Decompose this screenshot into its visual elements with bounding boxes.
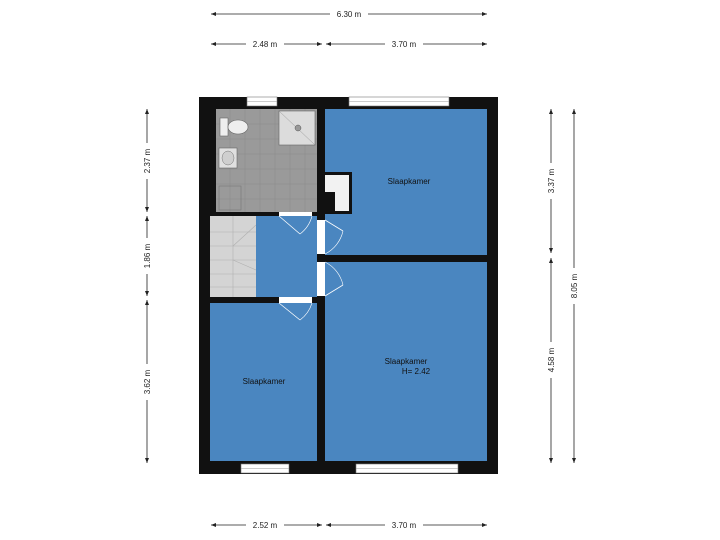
- dimension-left-top: 2.37 m: [141, 109, 153, 212]
- bedroom-bottom-left: [210, 303, 317, 461]
- window-bottom-left: [240, 463, 290, 474]
- dimension-bottom-right: 3.70 m: [326, 519, 487, 531]
- dimension-top-right: 3.70 m: [326, 38, 487, 50]
- chimney: [325, 192, 335, 211]
- dim-top-right-label: 3.70 m: [392, 40, 417, 49]
- door-bedroom-bottom-left: [278, 297, 313, 321]
- room-label-top-right: Slaapkamer: [388, 177, 431, 186]
- toilet-icon: [219, 117, 249, 137]
- window-top-right: [348, 96, 450, 107]
- dim-left-bottom-label: 3.62 m: [143, 369, 152, 394]
- door-bathroom: [278, 212, 313, 235]
- door-bedroom-bottom-right: [317, 261, 344, 297]
- dim-right-top-label: 3.37 m: [547, 168, 556, 193]
- dim-top-left-label: 2.48 m: [253, 40, 278, 49]
- dimension-left-bottom: 3.62 m: [141, 300, 153, 463]
- dimension-top-left: 2.48 m: [211, 38, 322, 50]
- dimension-right-top: 3.37 m: [545, 109, 557, 253]
- sink-icon: [218, 147, 238, 169]
- shower-icon: [278, 110, 316, 146]
- dimension-bottom-left: 2.52 m: [211, 519, 322, 531]
- dim-right-total-label: 8.05 m: [570, 273, 579, 298]
- window-bottom-right: [355, 463, 459, 474]
- room-height-bottom-right: H= 2.42: [402, 367, 431, 376]
- dimension-left-middle: 1.86 m: [141, 216, 153, 296]
- dim-bottom-left-label: 2.52 m: [253, 521, 278, 530]
- dim-top-total-label: 6.30 m: [337, 10, 362, 19]
- dimension-top-total: 6.30 m: [211, 8, 487, 20]
- door-bedroom-top-right: [317, 219, 344, 255]
- dimension-right-total: 8.05 m: [568, 109, 580, 463]
- room-label-bottom-right: Slaapkamer: [385, 357, 428, 366]
- room-label-bottom-left: Slaapkamer: [243, 377, 286, 386]
- dim-right-bottom-label: 4.58 m: [547, 347, 556, 372]
- appliance-outline: [218, 185, 242, 211]
- landing: [256, 216, 317, 297]
- bedroom-bottom-right: [325, 262, 487, 461]
- dim-left-top-label: 2.37 m: [143, 148, 152, 173]
- window-bathroom: [246, 96, 278, 107]
- dim-left-middle-label: 1.86 m: [143, 243, 152, 268]
- stair-treads: [210, 216, 257, 297]
- dimension-right-bottom: 4.58 m: [545, 258, 557, 463]
- dim-bottom-right-label: 3.70 m: [392, 521, 417, 530]
